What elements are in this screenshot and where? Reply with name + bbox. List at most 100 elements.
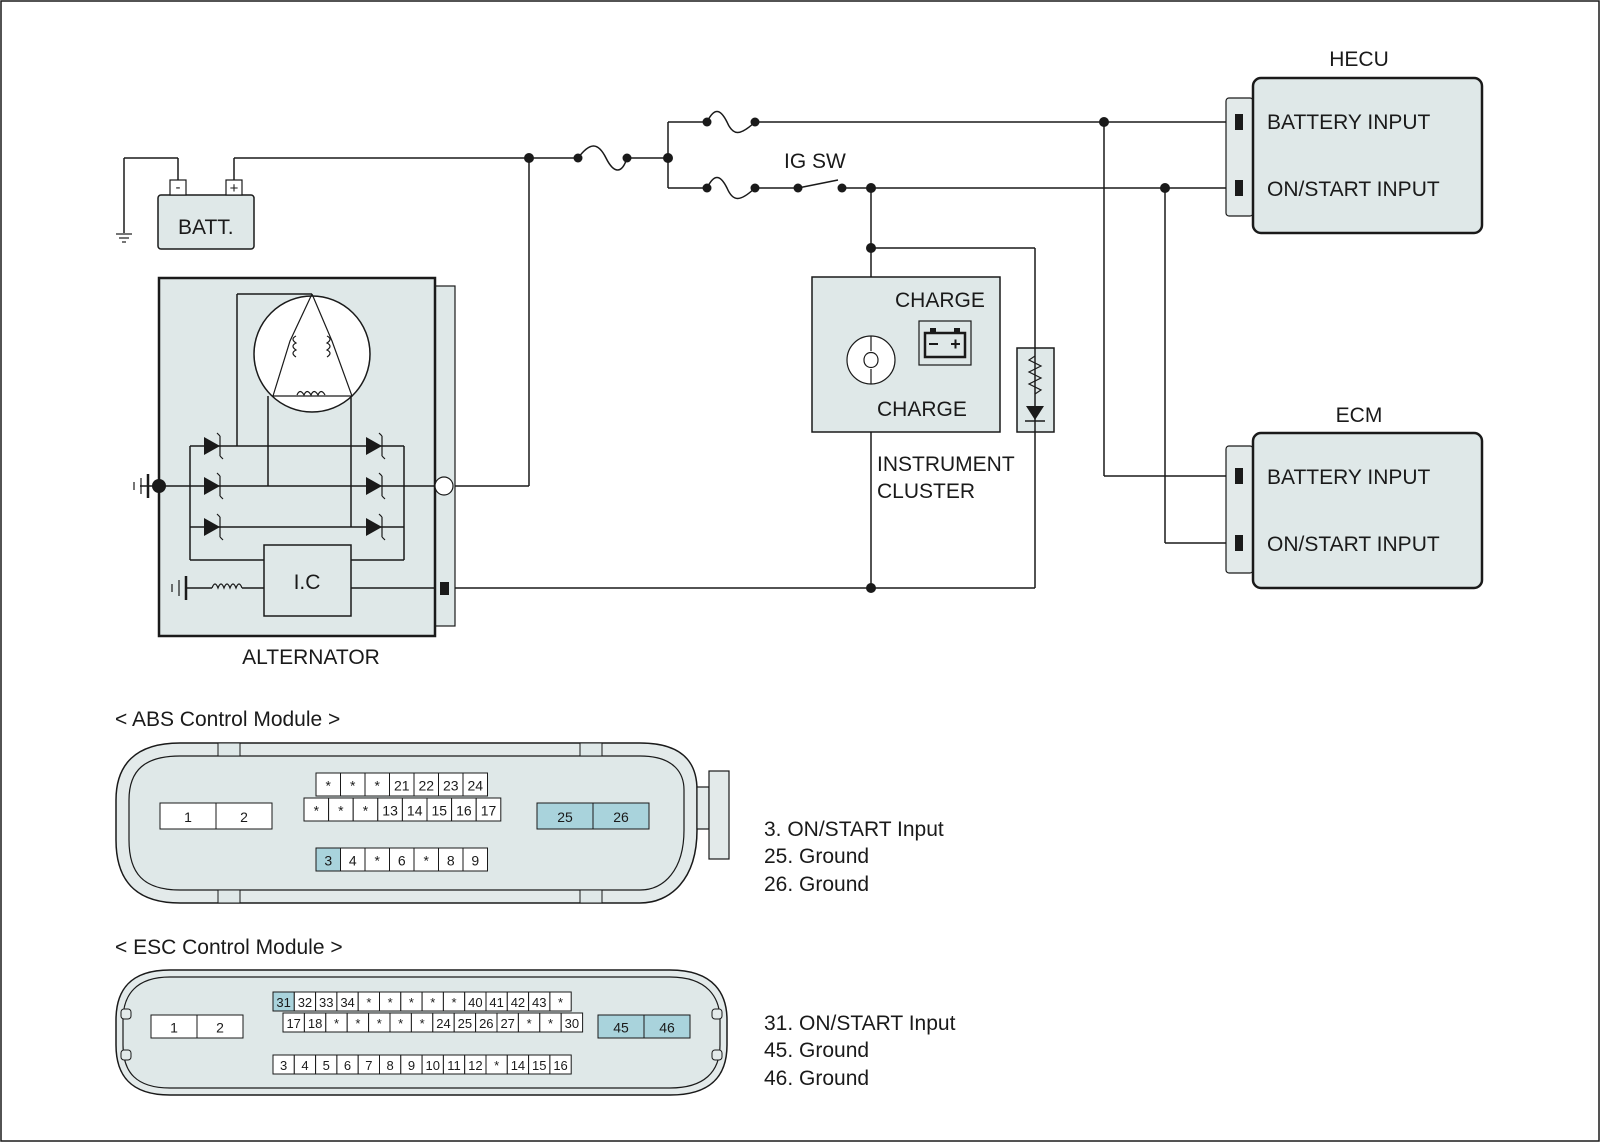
esc-title: < ESC Control Module > [115,936,343,959]
pin-label: 10 [426,1058,440,1073]
cluster-label-line2: CLUSTER [877,480,975,503]
connector-pin: 26 [475,1012,498,1033]
pin-label: * [398,1016,403,1031]
connector-pin: 4 [340,847,366,872]
pin-label: 17 [286,1016,300,1031]
connector-pin: * [315,772,341,797]
connector-pin: 3 [272,1054,295,1075]
connector-pin: * [364,772,390,797]
abs-legend-item: 26. Ground [764,873,869,896]
connector-pin: 8 [379,1054,402,1075]
connector-pin: * [485,1054,508,1075]
pin-label: * [363,803,369,819]
pin-label: * [494,1058,499,1073]
pin-label: 8 [447,853,455,869]
pin-label: 4 [349,853,357,869]
pin-label: 24 [436,1016,450,1031]
connector-pin: * [352,797,379,822]
connector-pin: 26 [592,802,650,830]
pin-label: * [377,1016,382,1031]
pin-label: 18 [308,1016,322,1031]
esc-legend-item: 45. Ground [764,1039,869,1062]
pin-label: 5 [323,1058,330,1073]
connector-pin: * [346,1012,370,1033]
connector-pin: 17 [282,1012,305,1033]
connector-pin: 9 [400,1054,423,1075]
connector-pin: 27 [496,1012,519,1033]
connector-pin: * [357,991,381,1012]
connector-pin: * [421,991,444,1012]
pin-label: 1 [170,1020,178,1036]
pin-label: * [355,1016,360,1031]
battery: - + BATT. [116,157,255,250]
pin-label: 24 [467,778,483,794]
connector-pin: 24 [462,772,488,797]
connector-pin: * [410,1012,434,1033]
pin-label: 31 [276,995,290,1010]
connector-pin: 14 [506,1054,530,1075]
pin-label: 15 [532,1058,546,1073]
hecu-module: HECU BATTERY INPUT ON/START INPUT [1225,48,1484,235]
connector-pin: 15 [426,797,453,822]
connector-pin: 1 [159,802,217,830]
pin-label: * [375,778,381,794]
connector-pin: 1 [150,1014,198,1039]
pin-label: 46 [659,1020,675,1036]
pin-label: 42 [511,995,525,1010]
pin-label: * [409,995,414,1010]
connector-pin: * [368,1012,391,1033]
battery-warning-icon [918,320,972,366]
connector-pin: 6 [389,847,415,872]
pin-label: * [558,995,563,1010]
connector-pin: 11 [442,1054,466,1075]
ic-label: I.C [294,571,321,594]
pin-label: * [420,1016,425,1031]
connector-pin: * [303,797,330,822]
connector-pin: 2 [215,802,273,830]
pin-label: 25 [458,1016,472,1031]
abs-title: < ABS Control Module > [115,708,340,731]
connector-pin: 16 [549,1054,572,1075]
pin-label: * [548,1016,553,1031]
pin-label: 16 [456,803,472,819]
connector-pin: 25 [453,1012,477,1033]
battery-label: BATT. [178,216,234,239]
ecm-battery-input: BATTERY INPUT [1267,466,1431,489]
connector-pin: 2 [196,1014,244,1039]
connector-pin: * [517,1012,541,1033]
pin-label: 16 [553,1058,567,1073]
hecu-on-start-input: ON/START INPUT [1267,178,1440,201]
pin-label: 32 [298,995,312,1010]
pin-label: * [375,853,381,869]
connector-pin: 4 [293,1054,317,1075]
pin-label: 11 [447,1058,461,1073]
pin-label: * [338,803,344,819]
pin-label: * [424,853,430,869]
pin-label: 3 [280,1058,287,1073]
pin-label: 21 [394,778,410,794]
connector-pin: 5 [315,1054,338,1075]
pin-label: 34 [340,995,354,1010]
pin-label: 26 [479,1016,493,1031]
abs-legend: 3. ON/START Input 25. Ground 26. Ground [764,818,944,896]
connector-pin: 25 [536,802,594,830]
ecm-module: ECM BATTERY INPUT ON/START INPUT [1225,404,1484,590]
connector-pin: * [539,1012,562,1033]
pin-label: 9 [471,853,479,869]
abs-legend-item: 3. ON/START Input [764,818,944,841]
pin-label: * [430,995,435,1010]
pin-label: 6 [344,1058,351,1073]
pin-label: 13 [382,803,398,819]
pin-label: 23 [443,778,459,794]
connector-pin: 17 [475,797,502,822]
connector-pin: 22 [413,772,439,797]
connector-pin: 16 [451,797,477,822]
pin-label: 14 [511,1058,525,1073]
hecu-battery-input: BATTERY INPUT [1267,111,1431,134]
pin-label: * [326,778,332,794]
pin-label: 8 [387,1058,394,1073]
pin-label: 45 [613,1020,629,1036]
pin-label: * [366,995,371,1010]
hecu-title: HECU [1329,48,1389,71]
